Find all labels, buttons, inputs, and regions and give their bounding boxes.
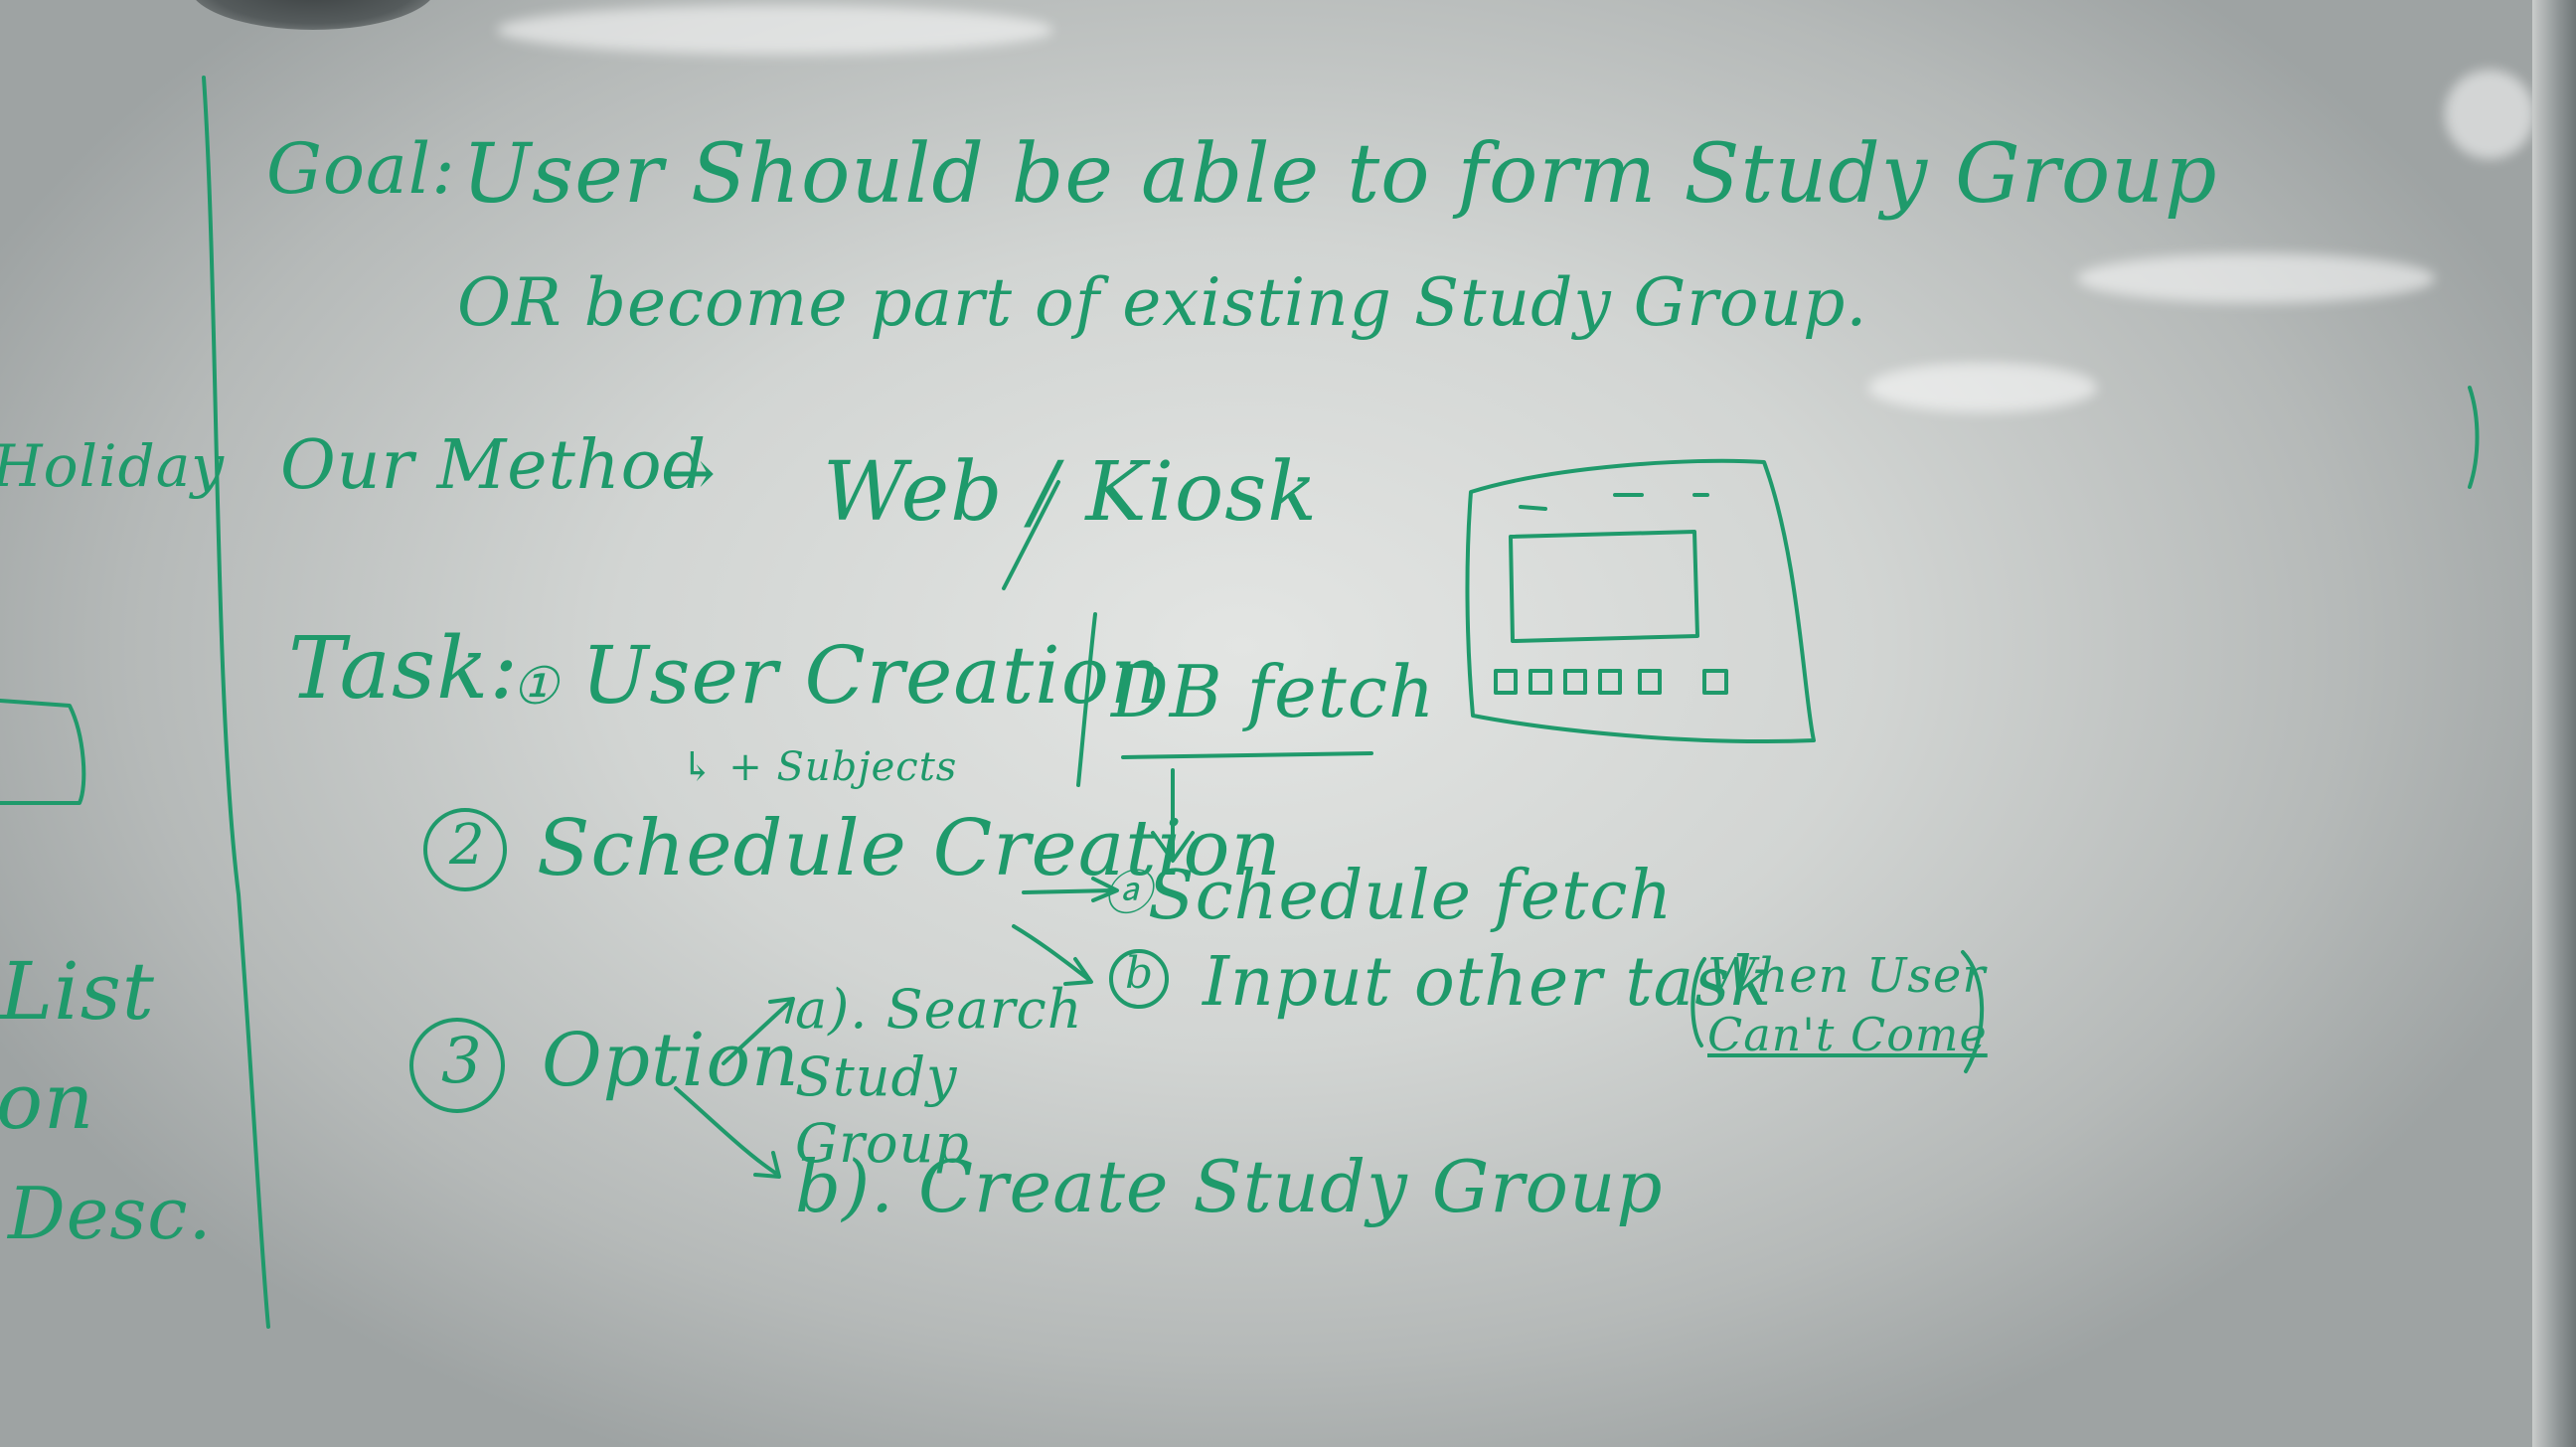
eraser-smudge [1868, 363, 2097, 412]
task-3-digit: 3 [441, 1025, 483, 1098]
task-3b-text: b). Create Study Group [795, 1145, 1664, 1228]
circle-3 [409, 1018, 505, 1113]
kiosk-sketch [1465, 458, 1816, 743]
goal-line-2: OR become part of existing Study Group. [457, 264, 1868, 341]
task-2b-letter: b [1125, 948, 1155, 999]
task-1-text: User Creation [581, 629, 1163, 722]
diag-arrow [1012, 924, 1093, 986]
method-value: Web / Kiosk [823, 445, 1318, 540]
task-2b-text: Input other task [1203, 943, 1773, 1022]
web-kiosk-slash [1002, 480, 1060, 590]
task-2-digit: 2 [449, 813, 486, 878]
kiosk-key [1598, 669, 1622, 695]
eraser-smudge [2445, 70, 2534, 159]
task-2b-note-line-2: Can't Come [1707, 1008, 1988, 1061]
goal-label: Goal: [266, 128, 456, 210]
left-edge-list: List [0, 945, 155, 1038]
task-1-number: ① [512, 657, 560, 717]
task-1-alt: DB fetch [1111, 650, 1436, 733]
kiosk-key [1529, 669, 1552, 695]
kiosk-key [1702, 669, 1728, 695]
circle-b [1109, 949, 1169, 1009]
task-label: Task: [288, 619, 520, 719]
eraser-smudge [2077, 253, 2435, 303]
kiosk-key [1563, 669, 1587, 695]
kiosk-top-marks [1519, 493, 1709, 511]
task-divider [1076, 612, 1097, 787]
task-3a-text: a). Search Study Group [795, 978, 1083, 1175]
option-arrow-b [674, 1086, 781, 1179]
left-edge-desc: Desc. [8, 1172, 213, 1255]
kiosk-screen [1509, 530, 1699, 643]
erased-box [0, 699, 86, 805]
task-2a-text: Schedule fetch [1148, 857, 1674, 935]
edge-mark [2468, 386, 2480, 489]
right-arrow [1022, 877, 1119, 902]
margin-line [202, 76, 270, 1329]
left-edge-on: on [0, 1057, 95, 1147]
paren-close [1961, 950, 1985, 1073]
eraser-smudge [497, 5, 1053, 55]
kiosk-key [1494, 669, 1518, 695]
method-label: Our Method [280, 426, 708, 505]
left-edge-holiday: Holiday [0, 432, 226, 500]
task-1-sub: ↳ + Subjects [681, 744, 958, 790]
db-fetch-underline [1121, 751, 1373, 759]
task-3-text: Option [542, 1018, 800, 1103]
task-2b-note-line-1: When User [1707, 948, 1987, 1004]
paren-open [1690, 957, 1706, 1047]
down-arrow [1151, 768, 1195, 863]
task-2-text: Schedule Creation [537, 804, 1282, 893]
goal-line-1: User Should be able to form Study Group [462, 127, 2218, 222]
circle-2 [423, 808, 507, 891]
option-arrow-a [722, 997, 795, 1065]
method-arrow: → [664, 436, 717, 509]
task-2a-number: ⓐ [1103, 866, 1153, 921]
kiosk-key [1638, 669, 1662, 695]
board-frame-edge [2532, 0, 2576, 1447]
